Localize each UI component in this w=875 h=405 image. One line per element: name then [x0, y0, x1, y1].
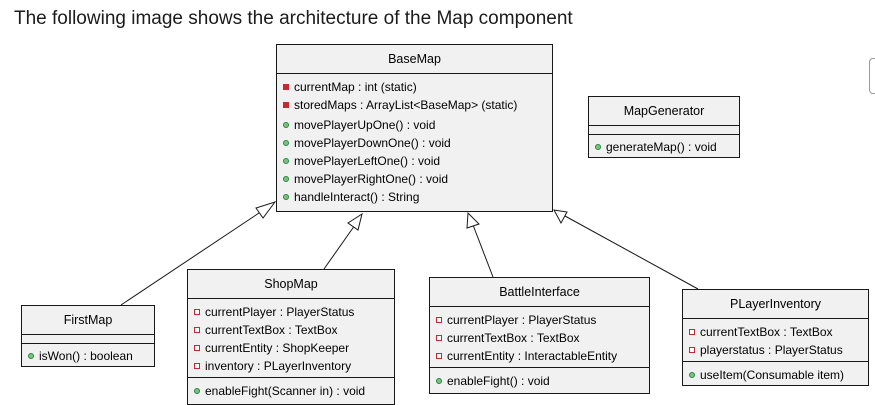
edge-shopmap-basemap [323, 224, 356, 270]
private-static-marker-icon [283, 102, 289, 108]
field-text: currentTextBox : TextBox [205, 323, 338, 337]
public-marker-icon [283, 158, 289, 164]
method-text: movePlayerUpOne() : void [294, 118, 436, 132]
field-row: currentPlayer : PlayerStatus [194, 303, 388, 321]
public-marker-icon [283, 176, 289, 182]
class-playerinventory: PLayerInventory currentTextBox : TextBox… [682, 289, 869, 386]
arrowhead-playerinventory [553, 209, 568, 225]
edge-battleinterface-basemap [472, 224, 494, 278]
page-heading: The following image shows the architectu… [14, 8, 573, 29]
method-text: enableFight() : void [447, 374, 550, 388]
field-text: currentEntity : ShopKeeper [205, 341, 350, 355]
method-text: movePlayerRightOne() : void [294, 172, 449, 186]
class-name: PLayerInventory [683, 290, 868, 319]
method-row: movePlayerLeftOne() : void [283, 152, 546, 170]
private-marker-icon [194, 309, 200, 315]
field-text: currentTextBox : TextBox [447, 331, 580, 345]
field-row: currentTextBox : TextBox [436, 329, 643, 347]
class-name: ShopMap [188, 270, 394, 299]
arrowhead-battleinterface [466, 211, 480, 229]
class-battleinterface: BattleInterface currentPlayer : PlayerSt… [429, 277, 650, 394]
fields-section: currentPlayer : PlayerStatus currentText… [188, 299, 394, 377]
field-row: currentMap : int (static) [283, 78, 546, 96]
field-text: storedMaps : ArrayList<BaseMap> (static) [294, 98, 518, 112]
field-row: currentEntity : ShopKeeper [194, 339, 388, 357]
class-firstmap: FirstMap isWon() : boolean [21, 305, 155, 367]
field-text: currentEntity : InteractableEntity [447, 349, 618, 363]
empty-fields-section [589, 126, 739, 135]
class-name: FirstMap [22, 306, 154, 335]
method-text: generateMap() : void [606, 140, 717, 154]
method-text: handleInteract() : String [294, 190, 420, 204]
method-text: isWon() : boolean [39, 349, 133, 363]
arrowhead-firstmap [255, 201, 277, 219]
method-row: enableFight() : void [436, 372, 643, 390]
method-row: movePlayerDownOne() : void [283, 134, 546, 152]
methods-section: generateMap() : void [589, 135, 739, 157]
private-marker-icon [436, 353, 442, 359]
public-marker-icon [283, 122, 289, 128]
private-marker-icon [194, 327, 200, 333]
method-row: generateMap() : void [595, 138, 733, 156]
public-marker-icon [689, 372, 695, 378]
arrowhead-shopmap [347, 212, 363, 231]
class-name: MapGenerator [589, 97, 739, 126]
empty-fields-section [22, 335, 154, 344]
edge-playerinventory-basemap [564, 215, 699, 290]
field-text: currentMap : int (static) [294, 80, 417, 94]
method-row: useItem(Consumable item) [689, 366, 862, 384]
field-row: currentTextBox : TextBox [194, 321, 388, 339]
public-marker-icon [595, 144, 601, 150]
method-row: movePlayerUpOne() : void [283, 116, 546, 134]
field-row: currentPlayer : PlayerStatus [436, 311, 643, 329]
private-marker-icon [194, 345, 200, 351]
method-text: movePlayerDownOne() : void [294, 136, 451, 150]
field-row: currentEntity : InteractableEntity [436, 347, 643, 365]
method-row: handleInteract() : String [283, 188, 546, 206]
method-text: useItem(Consumable item) [700, 368, 845, 382]
field-row: currentTextBox : TextBox [689, 323, 862, 341]
private-static-marker-icon [283, 84, 289, 90]
fields-section: currentTextBox : TextBox playerstatus : … [683, 319, 868, 361]
field-row: playerstatus : PlayerStatus [689, 341, 862, 359]
field-text: inventory : PLayerInventory [205, 359, 352, 373]
methods-section: enableFight() : void [430, 367, 649, 393]
scrollbar-handle[interactable] [869, 58, 875, 94]
private-marker-icon [689, 347, 695, 353]
method-row: movePlayerRightOne() : void [283, 170, 546, 188]
method-row: enableFight(Scanner in) : void [194, 382, 388, 400]
edge-firstmap-basemap [120, 208, 266, 306]
private-marker-icon [194, 363, 200, 369]
fields-section: currentMap : int (static) storedMaps : A… [277, 74, 552, 116]
public-marker-icon [436, 378, 442, 384]
method-text: enableFight(Scanner in) : void [205, 384, 366, 398]
public-marker-icon [28, 353, 34, 359]
field-row: inventory : PLayerInventory [194, 357, 388, 375]
method-text: movePlayerLeftOne() : void [294, 154, 441, 168]
class-basemap: BaseMap currentMap : int (static) stored… [276, 44, 553, 212]
field-text: playerstatus : PlayerStatus [700, 343, 843, 357]
public-marker-icon [283, 140, 289, 146]
methods-section: useItem(Consumable item) [683, 361, 868, 385]
private-marker-icon [436, 335, 442, 341]
field-text: currentPlayer : PlayerStatus [447, 313, 597, 327]
class-mapgenerator: MapGenerator generateMap() : void [588, 96, 740, 158]
public-marker-icon [283, 194, 289, 200]
class-name: BattleInterface [430, 278, 649, 307]
fields-section: currentPlayer : PlayerStatus currentText… [430, 307, 649, 367]
methods-section: enableFight(Scanner in) : void [188, 377, 394, 404]
public-marker-icon [194, 388, 200, 394]
methods-section: isWon() : boolean [22, 344, 154, 366]
methods-section: movePlayerUpOne() : void movePlayerDownO… [277, 116, 552, 210]
field-text: currentTextBox : TextBox [700, 325, 833, 339]
class-shopmap: ShopMap currentPlayer : PlayerStatus cur… [187, 269, 395, 405]
class-name: BaseMap [277, 45, 552, 74]
method-row: isWon() : boolean [28, 347, 148, 365]
private-marker-icon [689, 329, 695, 335]
field-text: currentPlayer : PlayerStatus [205, 305, 355, 319]
field-row: storedMaps : ArrayList<BaseMap> (static) [283, 96, 546, 114]
private-marker-icon [436, 317, 442, 323]
